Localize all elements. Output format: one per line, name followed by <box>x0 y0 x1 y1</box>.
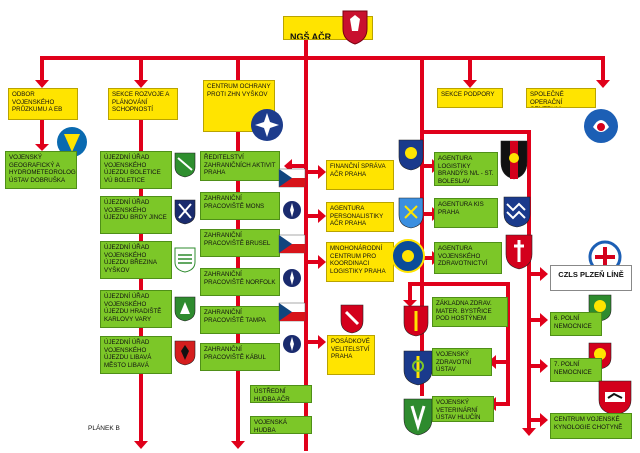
emblem-brdy-icon <box>174 199 196 230</box>
emblem-zhn-icon <box>250 108 284 147</box>
box-czls-plzen: CZLS Plzeň Líně <box>550 265 632 291</box>
box-mnohonarodni-centrum: Mnohonárodní centrum pro koordinaci logi… <box>326 242 394 282</box>
box-odbor-vojenskeho-pruzkumu: Odbor vojenského průzkumu a EB <box>8 88 78 120</box>
box-ustredni-hudba: Ústřední hudba AČR Praha <box>250 385 312 403</box>
box-sekce-podpory: Sekce podpory <box>437 88 503 108</box>
box-agentura-logistiky: Agentura logistiky Brandýs n/L - St. Bol… <box>434 152 498 186</box>
box-uu-boletice: Újezdní úřad vojenského újezdu Boletice … <box>100 151 172 189</box>
box-reditelstvi-zahranicnich-aktivit: Ředitelství zahraničních aktivit Praha <box>200 151 280 181</box>
emblem-zakladna-zdrav-icon <box>403 305 429 342</box>
box-uu-libava: Újezdní úřad vojenského újezdu Libavá Mě… <box>100 336 172 374</box>
box-centrum-kynologie: Centrum vojenské kynologie Chotyně <box>550 413 632 439</box>
emblem-flags-icon <box>278 168 308 363</box>
emblem-pruzkum-icon <box>56 126 88 165</box>
box-zp-mons: Zahraniční pracoviště Mons <box>200 192 280 220</box>
box-vghu-dobruska: Vojenský geografický a hydrometeorologic… <box>5 151 77 189</box>
box-spolecne-operacni-centrum: Společné operační centrum <box>526 88 596 108</box>
box-zakladna-zdrav-mater: Základna zdrav. mater. Bystřice pod Host… <box>432 297 508 327</box>
box-zp-brusel: Zahraniční pracoviště Brusel <box>200 229 280 257</box>
czech-coat-of-arms-icon <box>340 9 370 45</box>
emblem-personalistika-icon <box>398 197 424 234</box>
box-vojenska-hudba-olomouc: Vojenská hudba Olomouc <box>250 416 312 434</box>
emblem-libava-icon <box>174 340 196 371</box>
box-uu-hradiste: Újezdní úřad vojenského újezdu Hradiště … <box>100 290 172 328</box>
box-zp-norfolk: Zahraniční pracoviště Norfolk <box>200 268 280 296</box>
emblem-zdravotni-ustav-icon <box>403 350 433 391</box>
emblem-agentura-kis-icon <box>503 196 531 233</box>
box-veterinarni-ustav: Vojenský veterinární ústav Hlučín <box>432 396 494 422</box>
box-posadkove-velitelstvi: Posádkové velitelství Praha <box>327 335 375 375</box>
box-6-polni-nemocnice: 6. polní nemocnice <box>550 312 602 336</box>
box-uu-brezina: Újezdní úřad vojenského újezdu Březina V… <box>100 241 172 279</box>
box-uu-brdy: Újezdní úřad vojenského újezdu Brdy Jinc… <box>100 196 172 234</box>
emblem-mnohonarodni-centrum-icon <box>390 238 426 279</box>
box-agentura-personalistiky: Agentura personalistiky AČR Praha <box>326 202 394 232</box>
emblem-hradiste-icon <box>174 296 196 327</box>
box-zp-kabul: Zahraniční pracoviště Kábul <box>200 343 280 371</box>
box-agentura-kis: Agentura KIS Praha <box>434 198 498 228</box>
box-7-polni-nemocnice: 7. polní nemocnice <box>550 358 602 382</box>
emblem-kynologie-icon <box>598 380 632 421</box>
emblem-operacni-centrum-icon <box>583 107 619 150</box>
emblem-posadkove-velitelstvi-icon <box>340 304 364 339</box>
box-agentura-vojenskeho-zdravotnictvi: Agentura vojenského zdravotnictví <box>434 242 502 274</box>
plan-label: Plánek B <box>88 425 120 432</box>
emblem-czls-icon <box>588 240 622 279</box>
box-sekce-rozvoje: Sekce rozvoje a plánování schopností <box>108 88 178 120</box>
emblem-agentura-logistiky-icon <box>500 140 528 185</box>
box-financni-sprava: Finanční správa AČR Praha <box>326 160 394 190</box>
emblem-boletice-icon <box>174 152 196 183</box>
emblem-veterinarni-ustav-icon <box>403 398 433 441</box>
emblem-zdravotnictvi-icon <box>505 234 533 275</box>
box-zp-tampa: Zahraniční pracoviště Tampa <box>200 306 280 334</box>
top-label: NGŠ AČR <box>290 31 332 40</box>
box-vojensky-zdravotni-ustav: Vojenský zdravotní ústav <box>432 348 492 376</box>
emblem-financni-sprava-icon <box>398 139 424 176</box>
emblem-brezina-icon <box>174 247 196 278</box>
